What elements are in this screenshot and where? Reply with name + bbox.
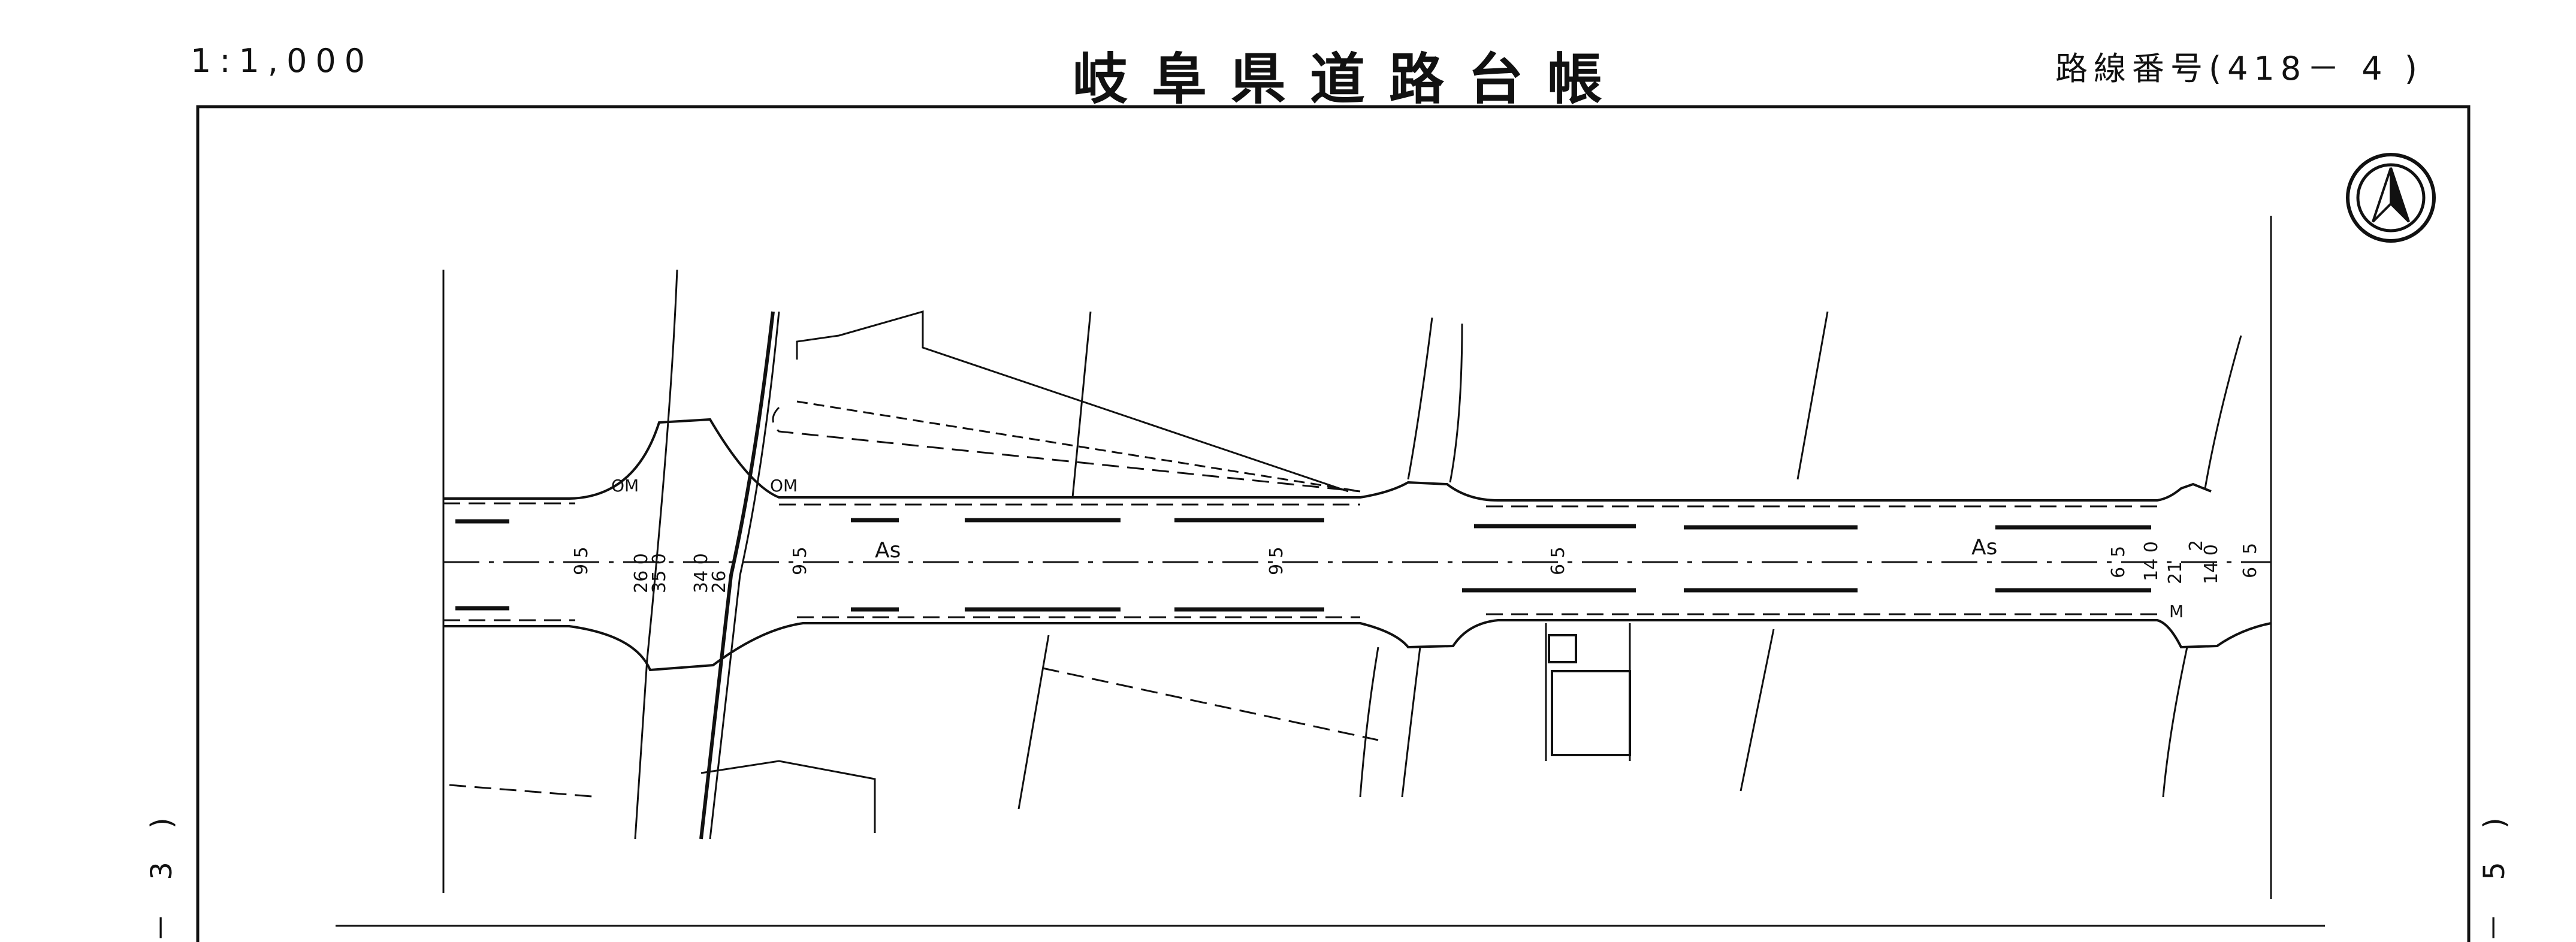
surface-label-west: As	[875, 538, 901, 563]
dim-4: 34 0	[691, 553, 712, 593]
dim-3: 35 0	[649, 553, 670, 593]
manhole-label-2: OM	[770, 476, 798, 496]
dim-7: 9 5	[1266, 547, 1287, 575]
dim-13: 2	[2186, 540, 2207, 551]
dim-2: 26 0	[631, 553, 652, 593]
dim-8: 6 5	[1548, 547, 1569, 575]
dim-12: 21	[2165, 561, 2186, 584]
surface-label-east: As	[1971, 535, 1997, 560]
map-scale: 1:1,000	[191, 42, 374, 80]
dim-9: 5	[2108, 546, 2129, 557]
route-number: 路線番号(418－ 4 )	[2055, 50, 2423, 87]
dim-11: 14 0	[2141, 541, 2162, 581]
road-south-edge	[443, 619, 2272, 672]
dim-1: 9 5	[571, 547, 592, 575]
manhole-label-1: OM	[611, 476, 639, 496]
dim-16: 5	[2240, 543, 2261, 554]
dim-6: 9 5	[790, 547, 811, 575]
north-arrow-icon	[2346, 153, 2436, 243]
dim-5: 26	[709, 570, 730, 593]
page-title: 岐阜県道路台帳	[1073, 47, 1627, 111]
dim-10: 6	[2108, 567, 2129, 578]
manhole-label-3: M	[2169, 602, 2184, 621]
dim-15: 6	[2240, 567, 2261, 578]
map-frame	[196, 105, 2471, 942]
road-north-edge	[443, 418, 2212, 502]
dimension-labels: 9 5 26 0 35 0 34 0 26 9 5 9 5 6 5 5 6 14…	[571, 540, 2261, 593]
dim-14: 14 0	[2201, 544, 2222, 584]
